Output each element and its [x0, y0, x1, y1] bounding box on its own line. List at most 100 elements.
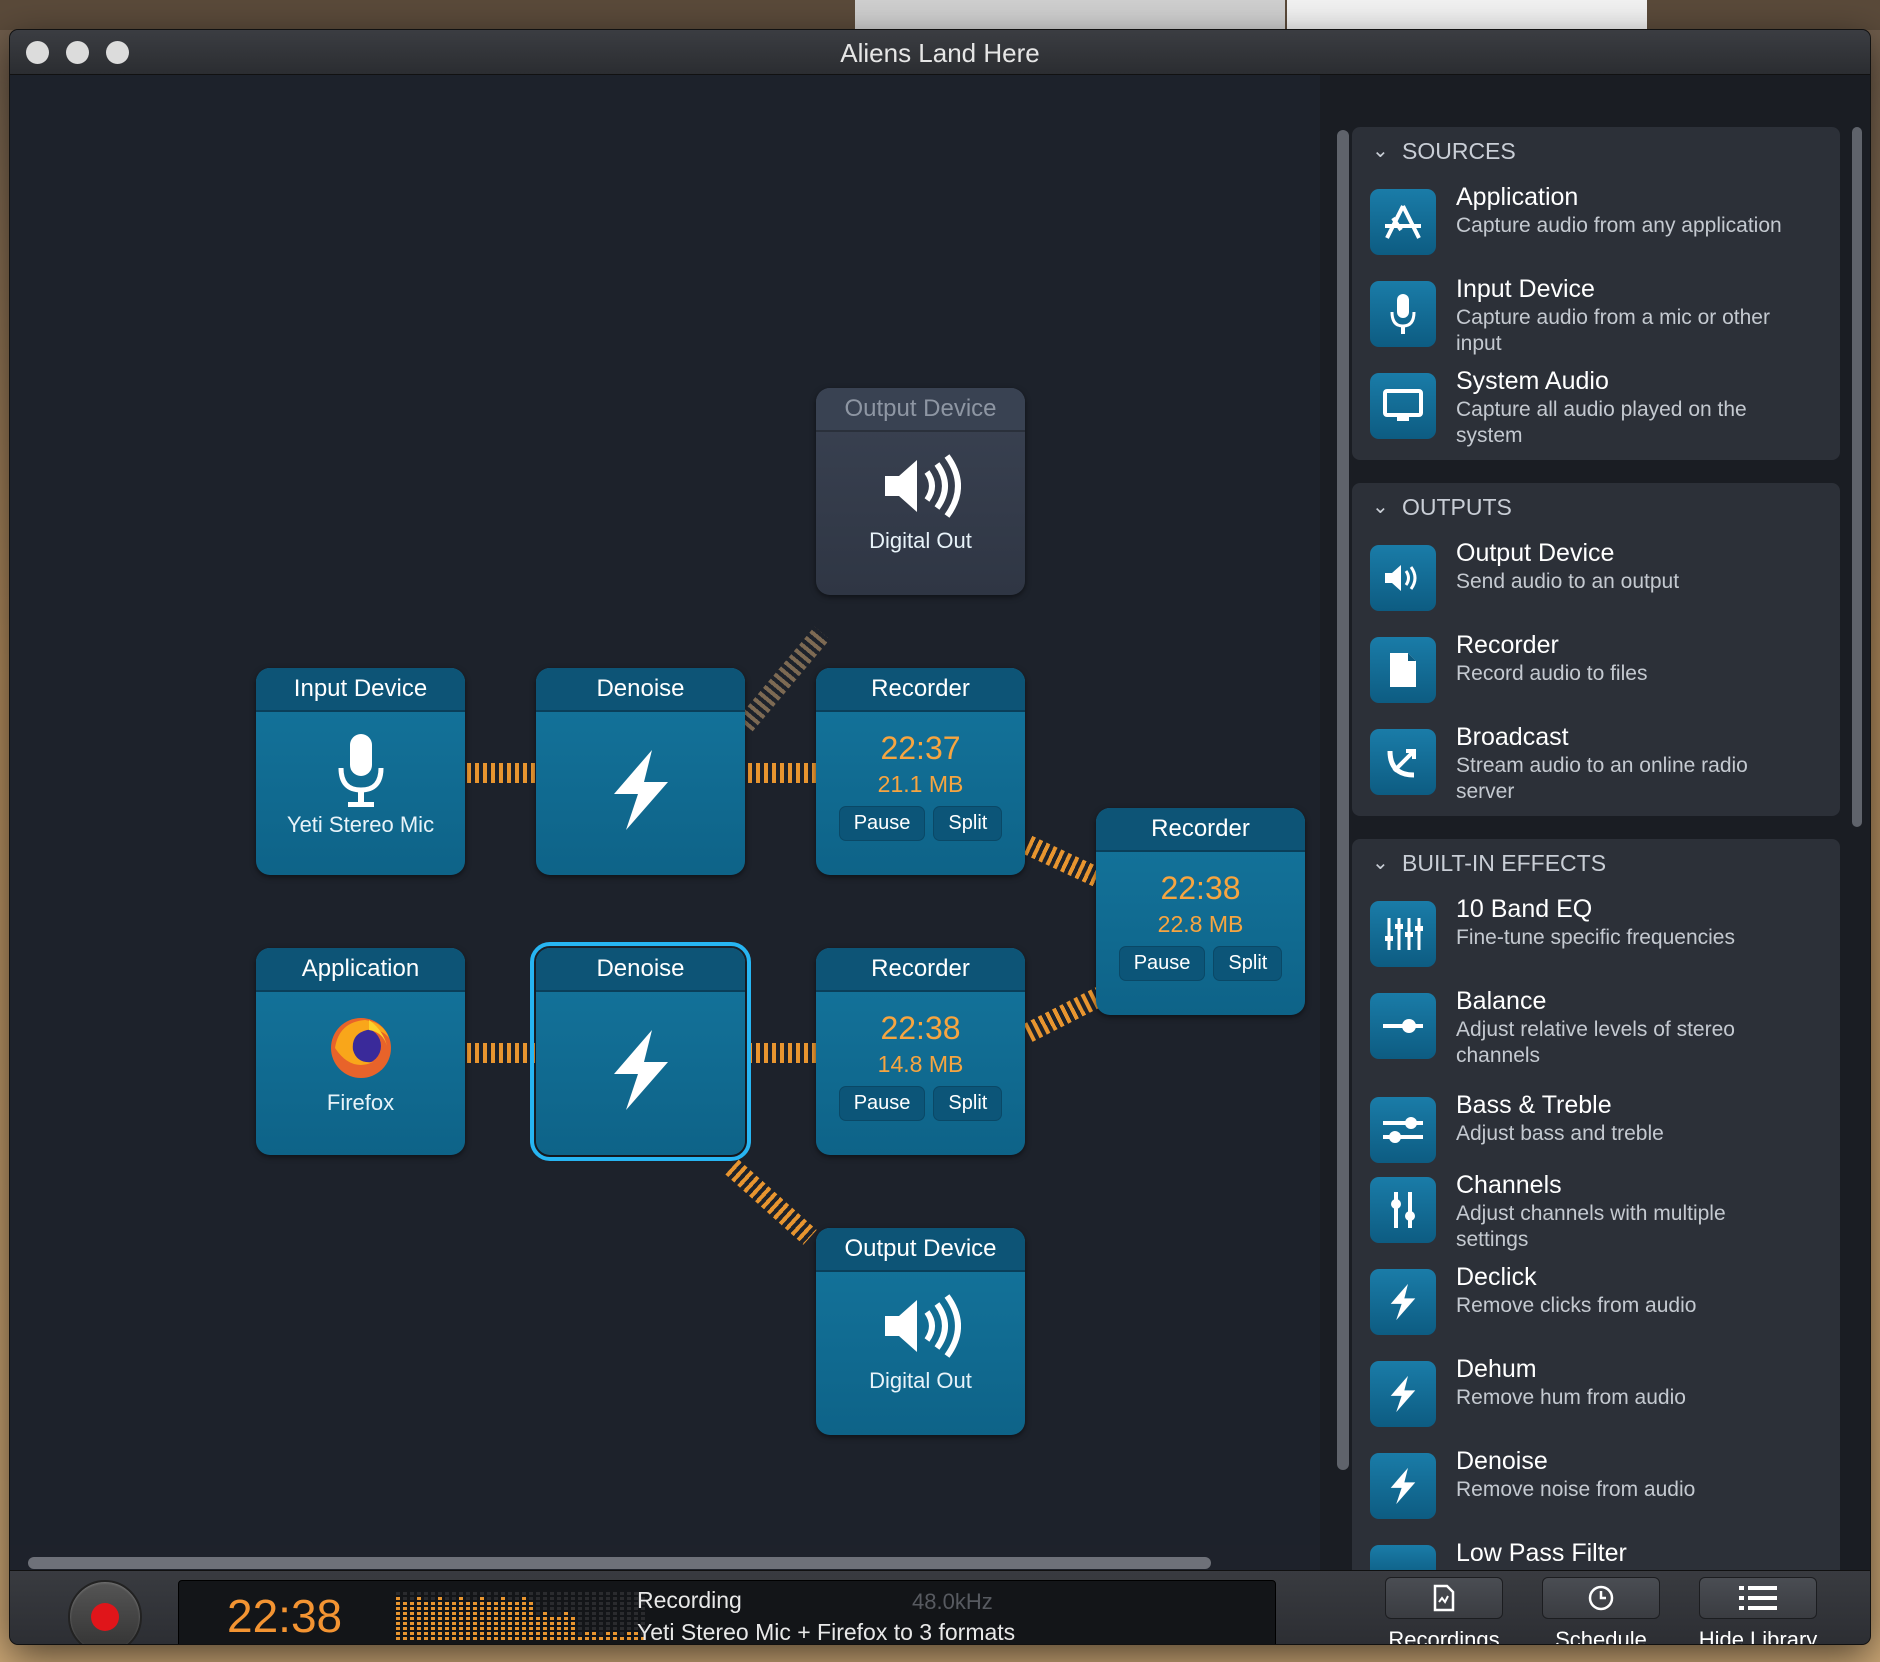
meter-cell [431, 1627, 435, 1630]
meter-cell [564, 1612, 568, 1615]
node-denoise-bottom[interactable]: Denoise [530, 942, 751, 1161]
meter-cell [620, 1607, 624, 1610]
node-recorder-bottom[interactable]: Recorder 22:38 14.8 MB Pause Split [816, 948, 1025, 1155]
meter-cell [438, 1597, 442, 1600]
item-description: Remove hum from audio [1456, 1386, 1686, 1409]
meter-cell [557, 1617, 561, 1620]
meter-cell [585, 1622, 589, 1625]
meter-cell [501, 1632, 505, 1635]
meter-cell [543, 1597, 547, 1600]
meter-cell [613, 1607, 617, 1610]
meter-cell [627, 1597, 631, 1600]
library-section-effects: ⌄ BUILT-IN EFFECTS 10 Band EQ Fine-tune … [1352, 839, 1840, 1579]
meter-cell [445, 1597, 449, 1600]
zoom-button[interactable] [106, 41, 129, 64]
meter-cell [599, 1602, 603, 1605]
schedule-button[interactable]: Schedule [1541, 1577, 1661, 1644]
split-button[interactable]: Split [933, 806, 1003, 841]
document-icon [1370, 637, 1436, 703]
hide-library-button[interactable]: Hide Library [1698, 1577, 1818, 1644]
meter-cell [487, 1597, 491, 1600]
node-output-device-top[interactable]: Output Device Digital Out [816, 388, 1025, 595]
lightning-icon [1370, 1361, 1436, 1427]
meter-cell [585, 1617, 589, 1620]
sample-rate: 48.0kHz [912, 1589, 993, 1614]
lightning-icon [1370, 1453, 1436, 1519]
pause-button[interactable]: Pause [838, 806, 926, 841]
node-recorder-top[interactable]: Recorder 22:37 21.1 MB Pause Split [816, 668, 1025, 875]
record-button[interactable] [68, 1580, 142, 1644]
meter-cell [543, 1637, 547, 1640]
meter-cell [452, 1622, 456, 1625]
minimize-button[interactable] [66, 41, 89, 64]
meter-cell [438, 1637, 442, 1640]
meter-cell [466, 1602, 470, 1605]
meter-cell [473, 1592, 477, 1595]
meter-cell [550, 1622, 554, 1625]
meter-cell [557, 1632, 561, 1635]
meter-cell [599, 1597, 603, 1600]
meter-cell [501, 1597, 505, 1600]
node-recorder-right[interactable]: Recorder 22:38 22.8 MB Pause Split [1096, 808, 1305, 1015]
app-window: Aliens Land Here Output Device Digital O… [10, 30, 1870, 1644]
section-header-outputs[interactable]: ⌄ OUTPUTS [1352, 483, 1840, 531]
meter-cell [592, 1637, 596, 1640]
meter-cell [501, 1602, 505, 1605]
item-description: Capture all audio played on the system [1456, 398, 1747, 447]
recording-description: Yeti Stereo Mic + Firefox to 3 formats [637, 1619, 1016, 1644]
meter-cell [606, 1632, 610, 1635]
meter-cell [613, 1602, 617, 1605]
recordings-button[interactable]: Recordings [1384, 1577, 1504, 1644]
meter-cell [473, 1597, 477, 1600]
microphone-icon [1370, 281, 1436, 347]
meter-cell [487, 1607, 491, 1610]
meter-cell [599, 1617, 603, 1620]
level-meter [396, 1592, 645, 1640]
meter-cell [543, 1632, 547, 1635]
library-scrollbar[interactable] [1852, 127, 1862, 827]
split-button[interactable]: Split [933, 1086, 1003, 1121]
meter-cell [466, 1622, 470, 1625]
close-button[interactable] [26, 41, 49, 64]
horizontal-scrollbar[interactable] [28, 1557, 1211, 1569]
pause-button[interactable]: Pause [1118, 946, 1206, 981]
pause-button[interactable]: Pause [838, 1086, 926, 1121]
clock-icon [1542, 1577, 1660, 1619]
meter-cell [613, 1612, 617, 1615]
item-description: Capture audio from a mic or other input [1456, 306, 1770, 355]
meter-cell [620, 1602, 624, 1605]
node-output-device-bottom[interactable]: Output Device Digital Out [816, 1228, 1025, 1435]
section-title: OUTPUTS [1402, 494, 1512, 520]
meter-cell [599, 1632, 603, 1635]
meter-cell [536, 1627, 540, 1630]
meter-cell [459, 1617, 463, 1620]
meter-cell [438, 1607, 442, 1610]
meter-cell [438, 1622, 442, 1625]
meter-cell [403, 1602, 407, 1605]
meter-cell [529, 1602, 533, 1605]
record-icon [91, 1603, 119, 1631]
node-input-device[interactable]: Input Device Yeti Stereo Mic [256, 668, 465, 875]
node-application[interactable]: Application Firefox [256, 948, 465, 1155]
meter-cell [564, 1602, 568, 1605]
node-header: Denoise [536, 668, 745, 712]
meter-cell [550, 1627, 554, 1630]
meter-cell [543, 1617, 547, 1620]
node-denoise-top[interactable]: Denoise [536, 668, 745, 875]
eq-sliders-icon [1370, 901, 1436, 967]
meter-cell [620, 1627, 624, 1630]
section-header-sources[interactable]: ⌄ SOURCES [1352, 127, 1840, 175]
canvas-vertical-scrollbar[interactable] [1337, 130, 1349, 1470]
meter-cell [578, 1612, 582, 1615]
meter-cell [508, 1627, 512, 1630]
routing-canvas[interactable]: Output Device Digital Out Input Device Y… [10, 75, 1320, 1545]
meter-cell [396, 1592, 400, 1595]
meter-cell [410, 1627, 414, 1630]
meter-cell [550, 1607, 554, 1610]
recorder-time: 22:38 [880, 1010, 961, 1046]
meter-cell [620, 1597, 624, 1600]
meter-cell [641, 1632, 645, 1635]
section-header-effects[interactable]: ⌄ BUILT-IN EFFECTS [1352, 839, 1840, 887]
split-button[interactable]: Split [1213, 946, 1283, 981]
meter-cell [578, 1607, 582, 1610]
